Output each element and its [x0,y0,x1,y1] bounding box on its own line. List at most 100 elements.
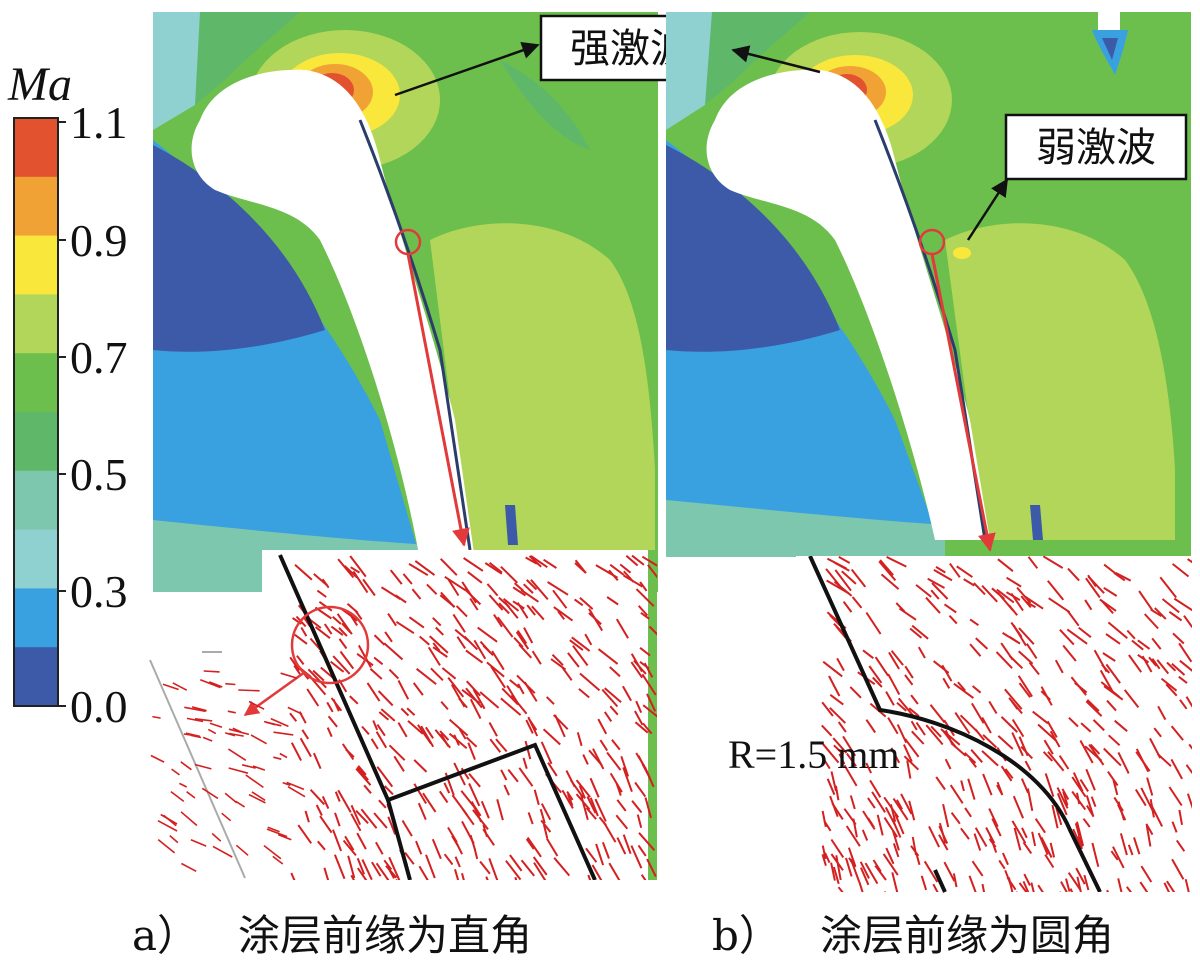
velocity-vector [953,682,974,699]
velocity-vector [527,717,538,731]
velocity-vector [297,824,313,844]
velocity-vector [1185,764,1192,775]
velocity-vector [569,639,584,651]
velocity-vector [349,695,359,705]
velocity-vector [387,866,395,879]
velocity-vector [910,720,918,731]
velocity-vector [1022,841,1033,854]
velocity-vector [1032,710,1049,725]
velocity-vector [589,797,599,817]
velocity-vector [401,819,413,837]
velocity-vector [361,725,370,735]
velocity-vector [935,776,946,791]
velocity-vector [357,765,367,776]
velocity-vector [988,834,998,853]
velocity-vector [872,859,882,873]
velocity-vector [963,578,975,587]
velocity-vector [938,822,947,844]
legend-band [14,588,58,648]
velocity-vector [996,784,1004,796]
velocity-vector [395,620,415,635]
velocity-vector [896,702,907,712]
velocity-vector [383,785,394,796]
velocity-vector [982,734,998,749]
velocity-vector [479,640,491,654]
velocity-vector [837,721,847,733]
velocity-vector [321,578,330,589]
velocity-vector [1131,639,1144,651]
velocity-vector [438,790,449,804]
velocity-vector [525,719,534,734]
velocity-vector [1010,621,1023,638]
velocity-vector [450,684,466,708]
velocity-vector [847,847,857,867]
velocity-vector [1072,772,1084,792]
velocity-vector [616,799,627,812]
velocity-vector [609,666,621,678]
velocity-vector [574,559,587,574]
velocity-vector [1008,697,1023,715]
velocity-vector [467,571,483,584]
velocity-vector [194,763,212,770]
velocity-vector [406,707,416,716]
panel-b-strong-shock-pointer [731,45,821,74]
velocity-vector [273,756,282,760]
velocity-vector [997,735,1014,750]
velocity-vector [1102,652,1116,662]
velocity-vector [1067,872,1082,891]
velocity-vector [889,804,897,822]
velocity-vector [1084,599,1093,611]
velocity-vector [369,668,383,680]
velocity-vector [1062,791,1069,806]
velocity-vector [294,563,313,581]
velocity-vector [455,605,468,618]
velocity-vector [1020,778,1029,794]
velocity-vector [1069,888,1074,892]
velocity-vector [287,786,306,798]
velocity-vector [1082,818,1091,828]
velocity-vector [1089,743,1101,755]
velocity-vector [982,773,993,796]
velocity-vector [300,626,308,637]
velocity-vector [954,712,971,735]
velocity-vector [949,563,961,578]
velocity-vector [845,857,853,877]
velocity-vector [1151,637,1162,650]
velocity-vector [1092,719,1105,732]
velocity-vector [1044,854,1055,869]
velocity-vector [1025,643,1038,659]
velocity-vector [547,581,569,596]
velocity-vector [202,736,213,742]
velocity-vector [1127,844,1134,856]
velocity-vector [639,647,651,657]
velocity-vector [452,613,466,633]
velocity-vector [1178,642,1192,663]
velocity-vector [1001,852,1009,866]
velocity-vector [1139,881,1149,892]
velocity-vector [516,674,536,694]
velocity-vector [929,704,946,724]
velocity-vector [609,563,625,576]
velocity-vector [488,722,498,737]
velocity-vector [361,859,373,880]
velocity-vector [383,859,393,871]
velocity-vector [998,859,1006,870]
velocity-vector [356,867,368,880]
velocity-vector [180,811,198,827]
velocity-vector [620,755,630,777]
velocity-vector [505,860,522,880]
velocity-vector [1114,719,1128,732]
velocity-vector [885,847,895,865]
velocity-vector [329,660,345,673]
velocity-vector [346,602,359,614]
velocity-vector [1106,699,1117,712]
velocity-vector [574,598,584,607]
velocity-vector [595,564,619,579]
velocity-vector [930,589,940,600]
velocity-vector [209,722,223,728]
velocity-vector [495,738,508,753]
velocity-vector [603,822,617,843]
velocity-vector [973,582,986,596]
velocity-vector [431,838,442,860]
velocity-vector [321,795,330,810]
